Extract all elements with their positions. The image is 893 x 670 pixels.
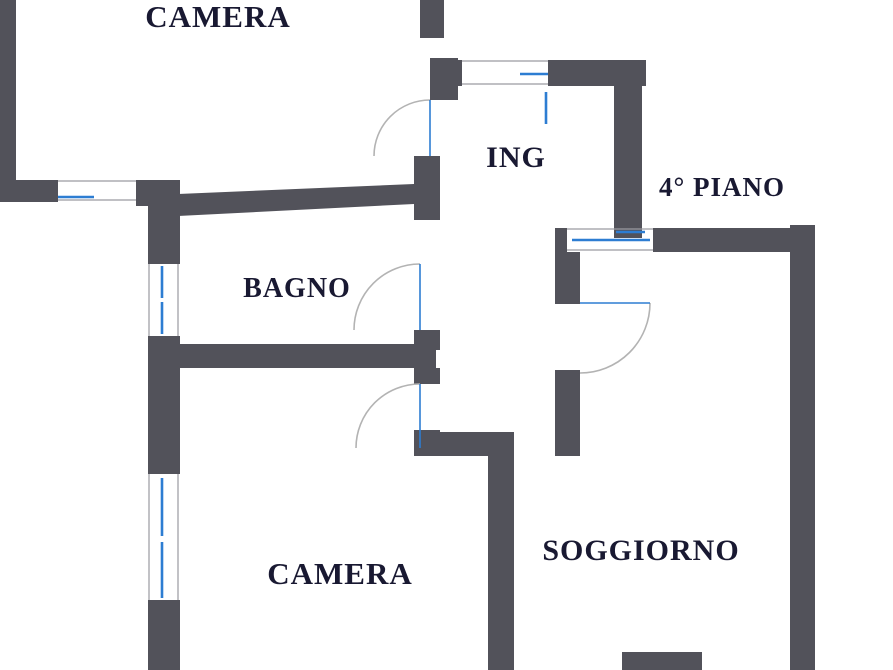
wall-segment [548, 60, 646, 86]
wall-segment [0, 180, 58, 202]
wall-segment [555, 252, 580, 304]
wall-segment [178, 184, 414, 216]
wall-segment [148, 344, 436, 368]
wall-segment [414, 368, 440, 384]
floor-note-label: 4° PIANO [659, 172, 785, 202]
wall-segment [653, 228, 815, 252]
door-arc-soggiorno [579, 302, 651, 374]
wall-segment [622, 652, 702, 670]
wall-segment [555, 370, 580, 456]
door-leaves [419, 100, 650, 448]
room-label-camera-bottom: CAMERA [267, 556, 413, 591]
door-arc-camera [355, 383, 421, 449]
wall-segment [446, 60, 462, 86]
wall-segment [488, 432, 514, 670]
room-label-ing: ING [486, 141, 546, 174]
window-marks [58, 72, 650, 598]
wall-segment [790, 225, 815, 670]
wall-segment [148, 198, 180, 264]
room-label-bagno: BAGNO [243, 273, 351, 304]
room-label-soggiorno: SOGGIORNO [542, 534, 739, 567]
wall-segment [420, 0, 444, 38]
room-label-camera-top: CAMERA [145, 0, 291, 34]
wall-segment [414, 156, 440, 220]
window-jambs [58, 60, 653, 600]
walls [0, 0, 815, 670]
door-arc-entrance [373, 99, 431, 157]
wall-segment [0, 0, 16, 192]
wall-segment [148, 600, 180, 670]
door-arc-bagno [353, 263, 421, 331]
wall-segment [614, 86, 642, 238]
door-arcs [353, 99, 651, 449]
wall-segment [555, 228, 567, 252]
room-labels: CAMERA ING 4° PIANO BAGNO CAMERA SOGGIOR… [145, 0, 785, 591]
